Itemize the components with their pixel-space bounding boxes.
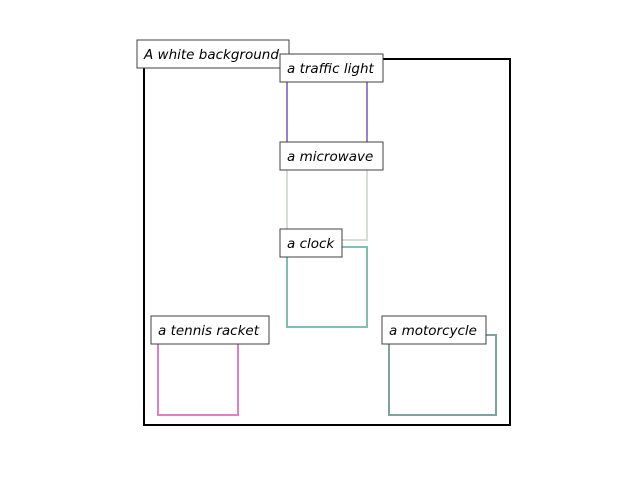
microwave-box <box>286 159 368 241</box>
clock-label-text: a clock <box>287 236 335 252</box>
tennis-racket-box <box>157 334 239 416</box>
microwave-label: a microwave <box>279 141 384 171</box>
microwave-label-text: a microwave <box>287 149 373 165</box>
motorcycle-label: a motorcycle <box>381 315 487 345</box>
clock-label: a clock <box>279 228 343 258</box>
motorcycle-label-text: a motorcycle <box>389 323 477 339</box>
traffic-light-box <box>286 71 368 153</box>
tennis-racket-label-text: a tennis racket <box>158 323 260 339</box>
traffic-light-label: a traffic light <box>279 53 384 83</box>
clock-box <box>286 246 368 328</box>
traffic-light-label-text: a traffic light <box>287 61 375 77</box>
background-label-text: A white background <box>143 47 279 63</box>
tennis-racket-label: a tennis racket <box>150 315 270 345</box>
background-label: A white background <box>136 39 290 69</box>
motorcycle-box <box>388 334 497 416</box>
